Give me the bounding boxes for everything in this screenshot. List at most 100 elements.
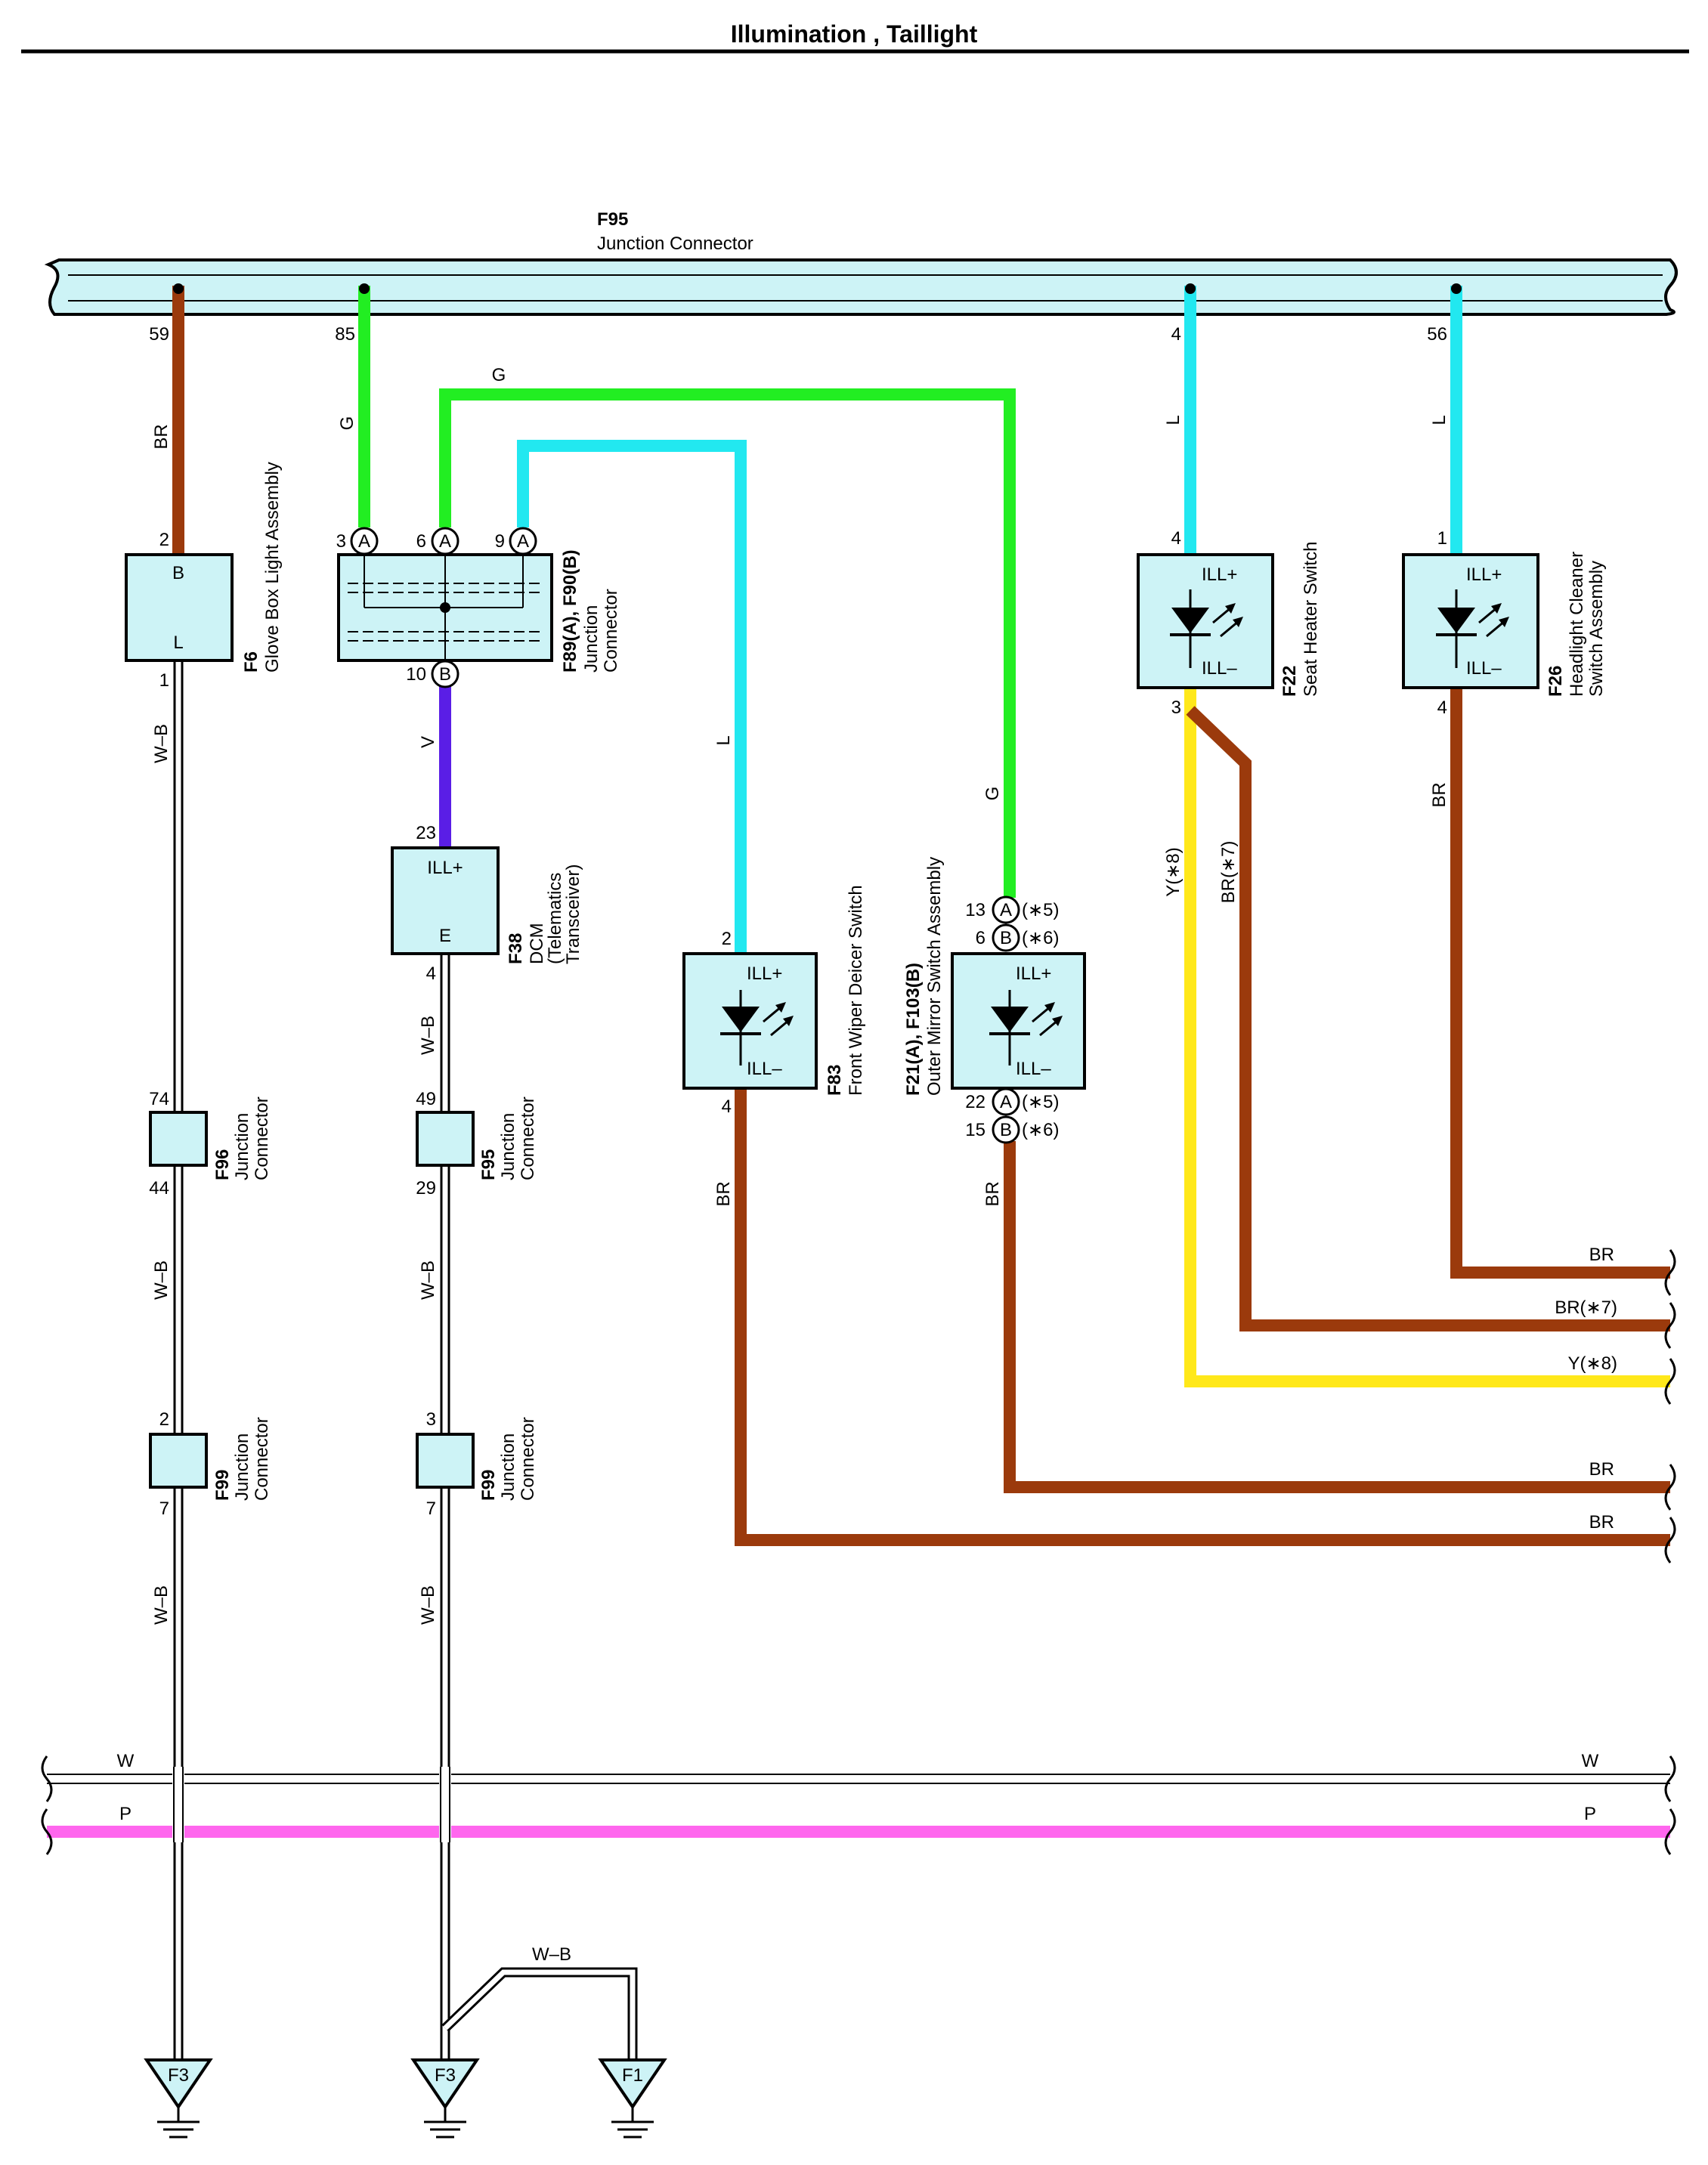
wire-label-br: BR [1589, 1512, 1614, 1533]
conn-circle-b [431, 660, 459, 688]
f99-junction-connector-mid [416, 1433, 475, 1489]
wire-br-f83 [735, 1088, 1670, 1546]
f83-ill-plus: ILL+ [747, 963, 782, 984]
f26-ill-minus: ILL– [1466, 658, 1502, 679]
f21-note-5-top: (∗5) [1022, 900, 1059, 920]
pin-number: 29 [416, 1178, 436, 1198]
ground-f1 [598, 2058, 667, 2139]
f38-line1: DCM [527, 923, 547, 964]
wire-label-br: BR [1429, 782, 1450, 807]
wire-label-wb: W–B [418, 1585, 438, 1625]
wire-label-br7: BR(∗7) [1218, 841, 1239, 904]
conn-circle-a [992, 895, 1020, 924]
f6-terminal-l: L [173, 632, 183, 653]
pin-number: 59 [149, 324, 169, 345]
wire-wb-f1-inner [443, 1969, 636, 2060]
wire-br-f26 [1450, 688, 1670, 1279]
f95b-line1: Junction [498, 1113, 518, 1180]
conn-circle-b [992, 1115, 1020, 1144]
f83-code: F83 [825, 1065, 845, 1096]
wire-label-w: W [117, 1751, 135, 1771]
conn-a-label: A [439, 531, 451, 552]
f83-name: Front Wiper Deicer Switch [846, 885, 866, 1096]
wire-label-br7: BR(∗7) [1555, 1297, 1617, 1318]
ground-f3-mid [410, 2058, 480, 2139]
wire-label-br: BR [982, 1181, 1003, 1206]
f99b-line2: Connector [518, 1417, 538, 1501]
pin-number: 49 [416, 1089, 436, 1109]
f21-led-icon [989, 990, 1063, 1065]
wire-label-g: G [492, 365, 506, 385]
pin-number: 2 [722, 929, 732, 949]
conn-b-label: B [1000, 1120, 1012, 1140]
f38-terminal-ill-plus: ILL+ [427, 858, 463, 878]
f89-code: F89(A), F90(B) [560, 549, 580, 673]
pin-number: 3 [1171, 697, 1181, 718]
f22-name: Seat Heater Switch [1301, 542, 1321, 697]
pin-number: 4 [1171, 528, 1181, 549]
f22-ill-minus: ILL– [1202, 658, 1237, 679]
wire-label-wb: W–B [151, 724, 172, 763]
f99a-line1: Junction [232, 1434, 252, 1501]
f38-line2: (Telematics [545, 873, 565, 964]
pin-number: 4 [722, 1096, 732, 1117]
wire-label-l: L [1429, 415, 1450, 425]
wire-label-wb: W–B [418, 1016, 438, 1055]
f21-note-5-bottom: (∗5) [1022, 1092, 1059, 1112]
f38-code: F38 [506, 933, 526, 964]
pin-number: 1 [1437, 528, 1447, 549]
f95b-code: F95 [478, 1149, 499, 1180]
conn-circle-a [350, 527, 379, 555]
pin-number: 4 [426, 963, 436, 984]
ground-label: F3 [435, 2065, 456, 2086]
wire-label-p: P [119, 1804, 132, 1824]
pin-number: 10 [406, 664, 426, 685]
f38-dcm [391, 846, 500, 955]
wire-br-f21 [1004, 1141, 1670, 1493]
f21-ill-minus: ILL– [1016, 1059, 1051, 1079]
pin-number: 3 [426, 1409, 436, 1430]
f99a-line2: Connector [252, 1417, 272, 1501]
wire-label-br: BR [1589, 1459, 1614, 1480]
f96-line1: Junction [232, 1113, 252, 1180]
f38-terminal-e: E [439, 926, 451, 946]
conn-b-label: B [1000, 928, 1012, 948]
conn-a-label: A [358, 531, 370, 552]
conn-circle-a [431, 527, 459, 555]
ground-f3-left [144, 2058, 213, 2139]
wire-label-y8: Y(∗8) [1163, 847, 1184, 896]
pin-number: 74 [149, 1089, 169, 1109]
f22-seat-heater-switch [1137, 553, 1274, 689]
junction-dot [1185, 283, 1196, 294]
wire-br7 [1186, 706, 1670, 1331]
conn-circle-b [992, 923, 1020, 952]
pin-number: 4 [1171, 324, 1181, 345]
f26-code: F26 [1546, 666, 1566, 697]
f26-headlight-cleaner-switch [1402, 553, 1539, 689]
f6-glove-box-light [125, 553, 234, 662]
wire-label-wb: W–B [532, 1944, 571, 1965]
pin-number: 6 [416, 531, 426, 552]
pin-number: 44 [149, 1178, 169, 1198]
f38-line3: Transceiver) [563, 864, 583, 964]
wire-label-v: V [418, 736, 438, 748]
f96-code: F96 [212, 1149, 233, 1180]
pin-number: 85 [335, 324, 355, 345]
f96-junction-connector [149, 1111, 208, 1167]
wire-label-g: G [337, 416, 357, 431]
conn-a-label: A [517, 531, 529, 552]
wire-label-g: G [982, 787, 1003, 801]
f6-code: F6 [241, 651, 261, 673]
f21-code: F21(A), F103(B) [903, 963, 924, 1096]
f95-junction-bus [44, 258, 1678, 316]
f6-terminal-b: B [172, 563, 184, 583]
pin-number: 7 [159, 1498, 169, 1519]
f83-ill-minus: ILL– [747, 1059, 782, 1079]
f26-line2: Switch Assembly [1586, 561, 1607, 697]
f21-outer-mirror-switch [951, 952, 1086, 1090]
pin-number: 3 [336, 531, 346, 552]
pin-number: 56 [1427, 324, 1447, 345]
f99a-code: F99 [212, 1470, 233, 1501]
pin-number: 4 [1437, 697, 1447, 718]
